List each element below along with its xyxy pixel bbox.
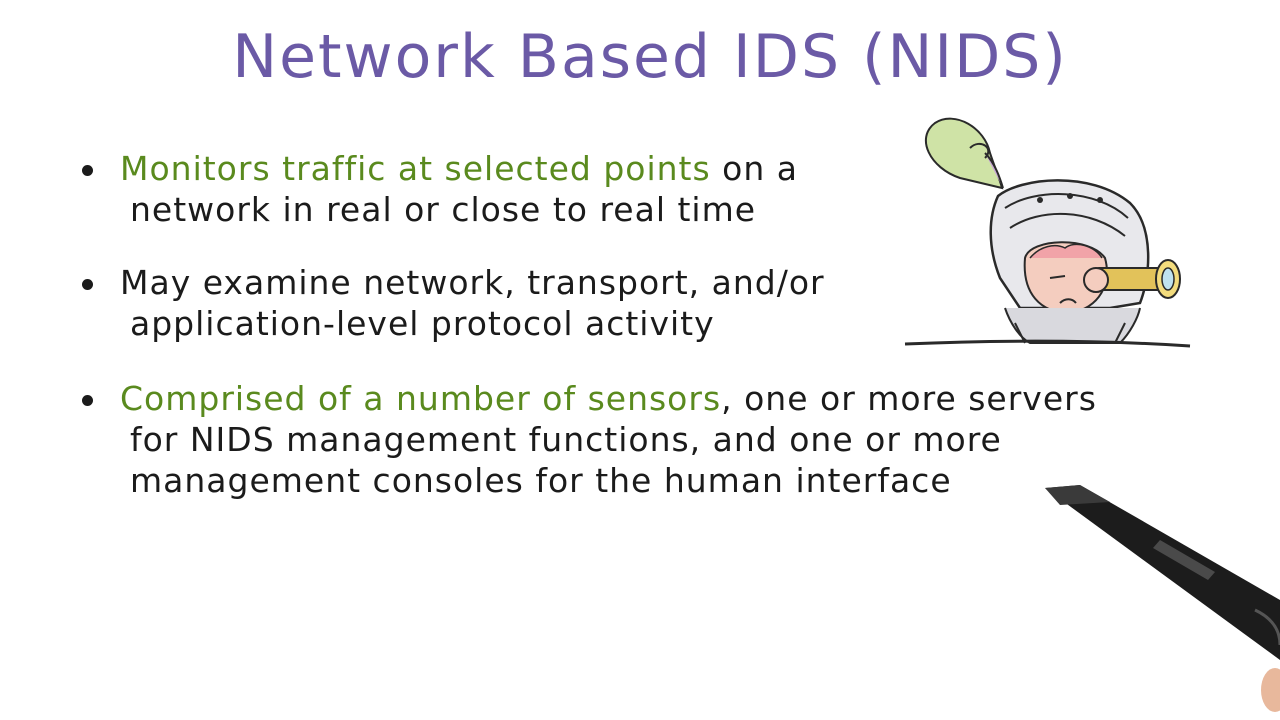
- bullet-line: Comprised of a number of sensors, one or…: [84, 378, 1097, 419]
- bullet-highlight: Comprised of a number of sensors: [120, 379, 722, 418]
- bullet-line: Monitors traffic at selected points on a: [84, 148, 798, 189]
- page-title: Network Based IDS (NIDS): [232, 22, 1068, 92]
- bullet-item-1: Monitors traffic at selected points on a…: [82, 148, 798, 230]
- bullet-text: , one or more servers: [721, 379, 1097, 418]
- bullet-line: for NIDS management functions, and one o…: [130, 420, 1002, 459]
- bullet-dot: [82, 279, 93, 290]
- stylus-pen-icon: [1045, 485, 1280, 712]
- bullet-highlight: Monitors traffic at selected points: [120, 149, 711, 188]
- bullet-dot: [82, 165, 93, 176]
- bullet-item-2: May examine network, transport, and/or a…: [82, 262, 825, 344]
- bullet-line: application-level protocol activity: [130, 304, 715, 343]
- knight-with-telescope-icon: [904, 117, 1191, 348]
- bullet-line: management consoles for the human interf…: [130, 461, 952, 500]
- bullet-item-3: Comprised of a number of sensors, one or…: [82, 378, 1097, 501]
- bullet-line: network in real or close to real time: [130, 190, 757, 229]
- bullet-line: May examine network, transport, and/or: [120, 263, 825, 302]
- bullet-dot: [82, 395, 93, 406]
- bullet-text: on a: [710, 149, 798, 188]
